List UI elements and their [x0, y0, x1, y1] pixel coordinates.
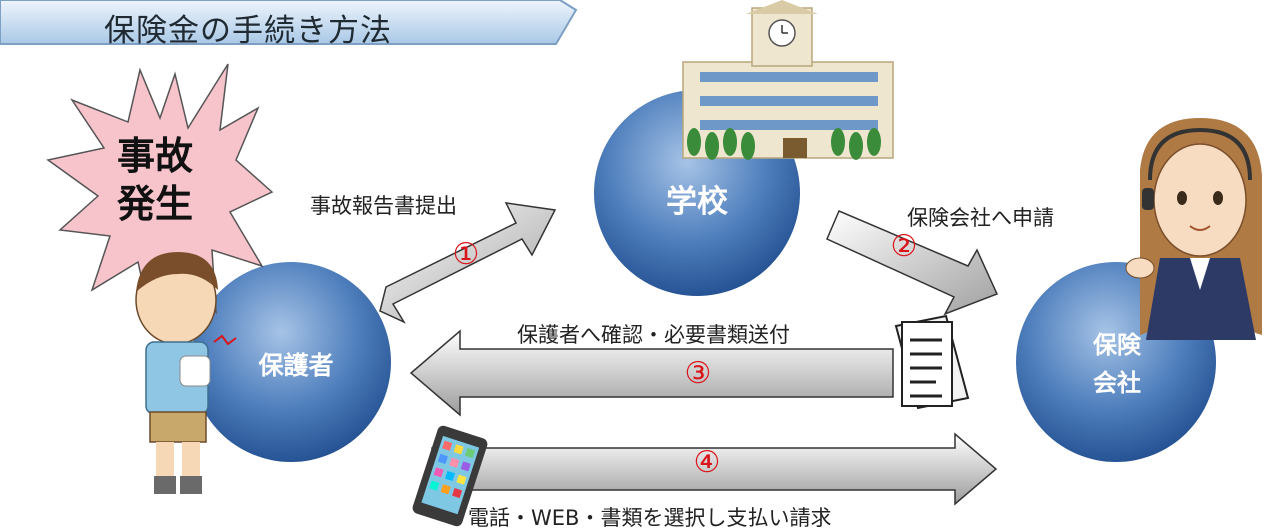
step-3-number: ③ — [684, 356, 712, 391]
step-2-number: ② — [890, 229, 918, 264]
burst-line-2: 発生 — [116, 182, 193, 226]
insurer-label: 保険 会社 — [1072, 326, 1162, 402]
parent-circle — [191, 262, 391, 462]
arrow-step-1 — [379, 202, 557, 324]
boy-illustration — [135, 252, 237, 494]
step-4-label: 電話・WEB・書類を選択し支払い請求 — [468, 506, 832, 530]
step-1-label: 事故報告書提出 — [310, 194, 457, 218]
arrow-step-4 — [431, 432, 998, 506]
parent-label: 保護者 — [258, 351, 334, 380]
title-banner — [0, 0, 578, 45]
page-title: 保険金の手続き方法 — [104, 13, 392, 49]
insurer-label-line-2: 会社 — [1093, 369, 1141, 397]
school-building-illustration — [682, 0, 894, 160]
step-2-label: 保険会社へ申請 — [907, 206, 1054, 230]
step-3-label: 保護者へ確認・必要書類送付 — [517, 323, 790, 347]
step-1-number: ① — [452, 237, 480, 272]
arrow-step-2 — [826, 210, 999, 316]
documents-illustration — [894, 314, 970, 410]
arrow-step-3 — [409, 329, 894, 417]
burst-line-1: 事故 — [116, 134, 193, 178]
insurer-label-line-1: 保険 — [1093, 331, 1141, 359]
accident-burst-text: 事故 発生 — [100, 132, 210, 228]
school-label: 学校 — [666, 184, 728, 220]
step-4-number: ④ — [693, 445, 721, 480]
smartphone-illustration — [412, 425, 488, 527]
operator-illustration — [1125, 118, 1262, 340]
